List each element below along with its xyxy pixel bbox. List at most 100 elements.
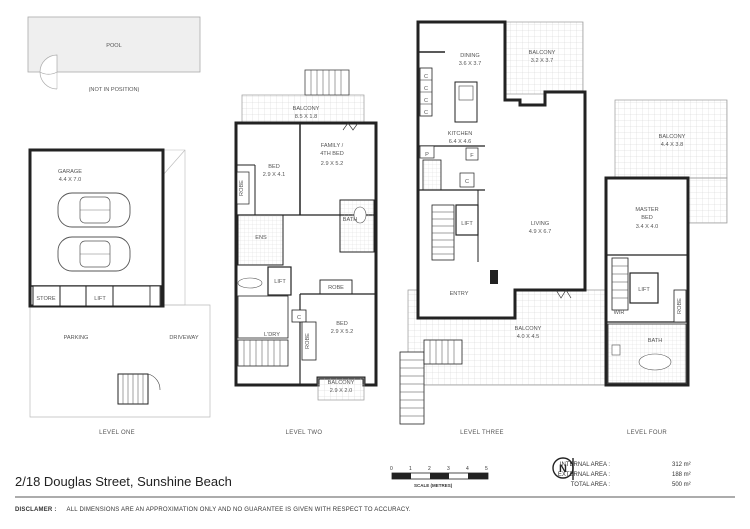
l3-balcony-top-label: BALCONY bbox=[529, 50, 556, 56]
cupboard-label-l3-5: C bbox=[465, 179, 469, 185]
balcony-l3-top bbox=[504, 21, 584, 95]
l2-bed2-label: BED bbox=[336, 321, 348, 327]
robe-l2-bottom bbox=[301, 321, 317, 361]
pool-label: POOL bbox=[106, 43, 122, 49]
l2-bed1-label: BED bbox=[268, 164, 280, 170]
disclaimer-label: DISCLAMER : bbox=[15, 507, 57, 513]
disclaimer-text: ALL DIMENSIONS ARE AN APPROXIMATION ONLY… bbox=[66, 507, 411, 513]
lift-label-l2: LIFT bbox=[274, 279, 286, 285]
lift-label-l4: LIFT bbox=[638, 287, 650, 293]
laundry-label: L'DRY bbox=[264, 332, 280, 338]
car-icon bbox=[57, 236, 131, 272]
cupboard-label-l3-2: C bbox=[424, 86, 428, 92]
master-size: 3.4 X 4.0 bbox=[636, 224, 658, 230]
master-label-2: BED bbox=[641, 215, 653, 221]
family-label: FAMILY / bbox=[321, 143, 344, 149]
stairs-l2-top bbox=[304, 69, 350, 96]
l3-balcony-bottom-label: BALCONY bbox=[515, 326, 542, 332]
stairs-l4 bbox=[611, 257, 629, 311]
driveway-label: DRIVEWAY bbox=[169, 335, 198, 341]
area-value: 188 m² bbox=[672, 472, 691, 478]
cupboard-label-l3-4: C bbox=[424, 110, 428, 116]
not-in-position-label: (NOT IN POSITION) bbox=[89, 87, 140, 93]
area-label: INTERNAL AREA : bbox=[559, 462, 610, 468]
stairs-l3 bbox=[431, 204, 455, 261]
dining-label: DINING bbox=[460, 53, 480, 59]
scale-tick: 1 bbox=[409, 466, 412, 472]
car-icon bbox=[57, 192, 131, 228]
cupboard-label-l3-3: C bbox=[424, 98, 428, 104]
wir-label: WIR bbox=[614, 310, 625, 316]
laundry-room bbox=[237, 295, 289, 339]
lift-label-l1: LIFT bbox=[94, 296, 106, 302]
l3-balcony-bottom-size: 4.0 X 4.5 bbox=[517, 334, 539, 340]
kitchen-label: KITCHEN bbox=[448, 131, 473, 137]
scale-tick: 2 bbox=[428, 466, 431, 472]
garage-size: 4.4 X 7.0 bbox=[59, 177, 81, 183]
l4-balcony-size: 4.4 X 3.8 bbox=[661, 142, 683, 148]
pool-step-arc bbox=[39, 54, 58, 75]
living-label: LIVING bbox=[531, 221, 549, 227]
scale-tick: 3 bbox=[447, 466, 450, 472]
robe-label-l2-middle: ROBE bbox=[328, 285, 344, 291]
lift-shaft-l3 bbox=[455, 204, 479, 236]
level-four-title: LEVEL FOUR bbox=[627, 430, 667, 436]
scale-tick: 0 bbox=[390, 466, 393, 472]
l2-balcony-bottom-size: 2.9 X 2.0 bbox=[330, 388, 352, 394]
area-value: 312 m² bbox=[672, 462, 691, 468]
balcony-l4 bbox=[614, 99, 728, 179]
scale-tick: 5 bbox=[485, 466, 488, 472]
balcony-l2-bottom bbox=[317, 377, 365, 401]
parking-label: PARKING bbox=[64, 335, 89, 341]
bath-label-l4: BATH bbox=[648, 338, 663, 344]
scale-bar bbox=[391, 472, 489, 480]
l2-balcony-bottom-label: BALCONY bbox=[328, 380, 355, 386]
family-label-2: 4TH BED bbox=[320, 151, 344, 157]
bath-room-l4 bbox=[607, 323, 687, 384]
scale-title: SCALE (METRES) bbox=[414, 483, 453, 488]
bath-label-l2: BATH bbox=[343, 217, 358, 223]
balcony-l2-top bbox=[241, 94, 365, 124]
level-two-title: LEVEL TWO bbox=[286, 430, 323, 436]
ensuite-room bbox=[237, 214, 284, 266]
pantry-label: P bbox=[425, 152, 429, 158]
family-size: 2.9 X 5.2 bbox=[321, 161, 343, 167]
cupboard-label-l3-1: C bbox=[424, 74, 428, 80]
ensuite-label: ENS bbox=[255, 235, 267, 241]
robe-l4 bbox=[673, 289, 687, 323]
property-address: 2/18 Douglas Street, Sunshine Beach bbox=[15, 474, 232, 489]
l3-balcony-top-size: 3.2 X 3.7 bbox=[531, 58, 553, 64]
stairs-l2-bottom bbox=[237, 339, 289, 367]
stairs-l1 bbox=[117, 373, 161, 405]
area-label: EXTERNAL AREA : bbox=[557, 472, 610, 478]
disclaimer: DISCLAMER : ALL DIMENSIONS ARE AN APPROXI… bbox=[15, 507, 411, 513]
robe-label-l2-bottom: ROBE bbox=[305, 333, 311, 349]
cupboard-label-l2: C bbox=[297, 315, 301, 321]
level-two-plan bbox=[234, 69, 378, 401]
fridge-label: F bbox=[470, 153, 474, 159]
stairs-l3-bottom bbox=[399, 339, 463, 425]
level-three-plan bbox=[399, 20, 609, 425]
level-four-plan bbox=[604, 99, 728, 387]
lift-label-l3: LIFT bbox=[461, 221, 473, 227]
garage-room bbox=[28, 148, 165, 308]
master-label: MASTER bbox=[635, 207, 658, 213]
dining-size: 3.6 X 3.7 bbox=[459, 61, 481, 67]
level-one-title: LEVEL ONE bbox=[99, 430, 135, 436]
living-size: 4.9 X 6.7 bbox=[529, 229, 551, 235]
entry-label: ENTRY bbox=[450, 291, 469, 297]
l2-bed1-size: 2.9 X 4.1 bbox=[263, 172, 285, 178]
compass-letter: N bbox=[559, 463, 567, 475]
area-label: TOTAL AREA : bbox=[570, 482, 610, 488]
robe-label-l4: ROBE bbox=[677, 298, 683, 314]
l2-balcony-top-label: BALCONY bbox=[293, 106, 320, 112]
lift-shaft-l2 bbox=[267, 266, 292, 296]
level-three-title: LEVEL THREE bbox=[460, 430, 504, 436]
kitchen-size: 6.4 X 4.6 bbox=[449, 139, 471, 145]
room-labels: POOL (NOT IN POSITION) GARAGE 4.4 X 7.0 … bbox=[36, 43, 685, 394]
level-one-plan bbox=[27, 16, 211, 418]
garage-label: GARAGE bbox=[58, 169, 82, 175]
l2-bed2-size: 2.9 X 5.2 bbox=[331, 329, 353, 335]
area-value: 500 m² bbox=[672, 482, 691, 488]
